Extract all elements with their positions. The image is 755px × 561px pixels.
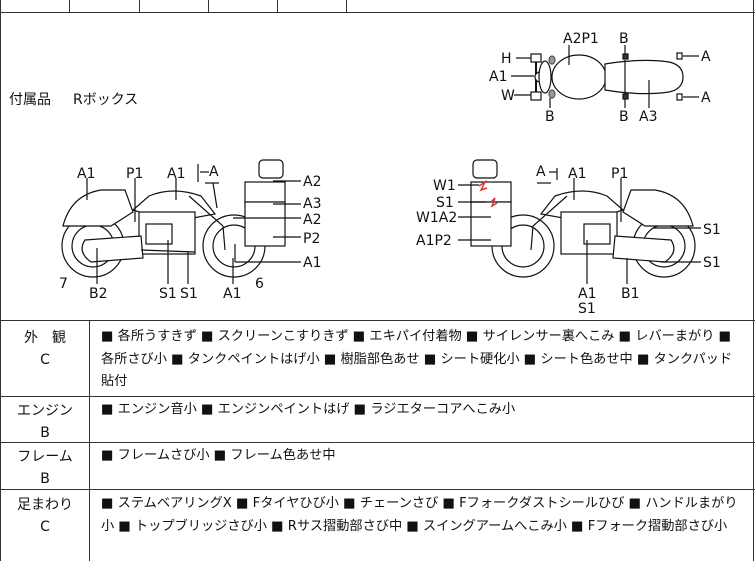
label-top-a-rear2: A (701, 90, 711, 106)
label-top-a2p1: A2P1 (563, 31, 599, 47)
category-frame: フレーム B (1, 446, 89, 490)
accessory-label: 付属品 (9, 92, 51, 108)
label-top-b-front: B (545, 109, 555, 125)
label-right-s1-upper: S1 (703, 222, 721, 238)
label-right-s1-bottom: S1 (578, 301, 596, 317)
grade: C (40, 352, 50, 368)
left-side-bike (61, 159, 286, 278)
motorcycle-damage-diagram: A2P1 B H A A1 W A B B A3 A1 P1 A1 A A2 A… (59, 31, 721, 317)
label-left-a1-bottom: A1 (223, 286, 241, 302)
category-label: エンジン (17, 403, 73, 419)
label-left-p1: P1 (126, 166, 143, 182)
grade: B (40, 471, 50, 487)
grade: C (40, 519, 50, 535)
label-top-h: H (501, 51, 512, 67)
label-left-7: 7 (59, 276, 68, 292)
label-right-s1: S1 (436, 195, 454, 211)
accessory-value: Rボックス (73, 92, 139, 108)
category-exterior: 外 観 C (1, 327, 89, 371)
notes-suspension: ■ ステムベアリングX ■ Fタイヤひび小 ■ チェーンさび ■ Fフォークダス… (101, 496, 738, 534)
notes-exterior: ■ 各所うすきず ■ スクリーンこすりきず ■ エキパイ付着物 ■ サイレンサー… (101, 329, 733, 389)
top-view-bike (530, 52, 684, 101)
label-left-p2: P2 (303, 231, 320, 247)
label-right-w1: W1 (433, 178, 456, 194)
category-label: 外 観 (24, 330, 66, 346)
label-right-a1-bottom: A1 (578, 286, 596, 302)
label-left-a2: A2 (303, 212, 321, 228)
label-left-a1-rear: A1 (77, 166, 95, 182)
label-left-b2: B2 (89, 286, 108, 302)
label-right-a1p2: A1P2 (416, 233, 452, 249)
accessory-row: 付属品 Rボックス (9, 89, 138, 109)
label-left-a2-top: A2 (303, 174, 321, 190)
category-suspension: 足まわり C (1, 494, 89, 538)
notes-frame: ■ フレームさび小 ■ フレーム色あせ中 (101, 448, 336, 463)
label-left-a1-tank: A1 (167, 166, 185, 182)
label-left-a: A (209, 164, 219, 180)
label-right-w1a2: W1A2 (416, 210, 457, 226)
label-left-s1-b: S1 (180, 286, 198, 302)
label-top-b: B (619, 31, 629, 47)
label-top-b-rear: B (619, 109, 629, 125)
top-table-row (1, 0, 755, 13)
label-right-b1: B1 (621, 286, 640, 302)
label-top-a-rear1: A (701, 49, 711, 65)
label-top-a3: A3 (639, 109, 657, 125)
label-top-a1: A1 (489, 69, 507, 85)
label-right-a1: A1 (568, 166, 586, 182)
label-left-a1-front: A1 (303, 255, 321, 271)
label-left-a3: A3 (303, 196, 321, 212)
label-top-w: W (501, 88, 515, 104)
category-engine: エンジン B (1, 400, 89, 444)
label-left-s1-a: S1 (159, 286, 177, 302)
grade: B (40, 425, 50, 441)
label-right-a: A (536, 164, 546, 180)
category-label: フレーム (17, 449, 73, 465)
label-left-6: 6 (255, 276, 264, 292)
label-right-s1-lower: S1 (703, 255, 721, 271)
category-label: 足まわり (17, 497, 73, 513)
notes-engine: ■ エンジン音小 ■ エンジンペイントはげ ■ ラジエターコアへこみ小 (101, 402, 516, 417)
label-right-p1: P1 (611, 166, 628, 182)
